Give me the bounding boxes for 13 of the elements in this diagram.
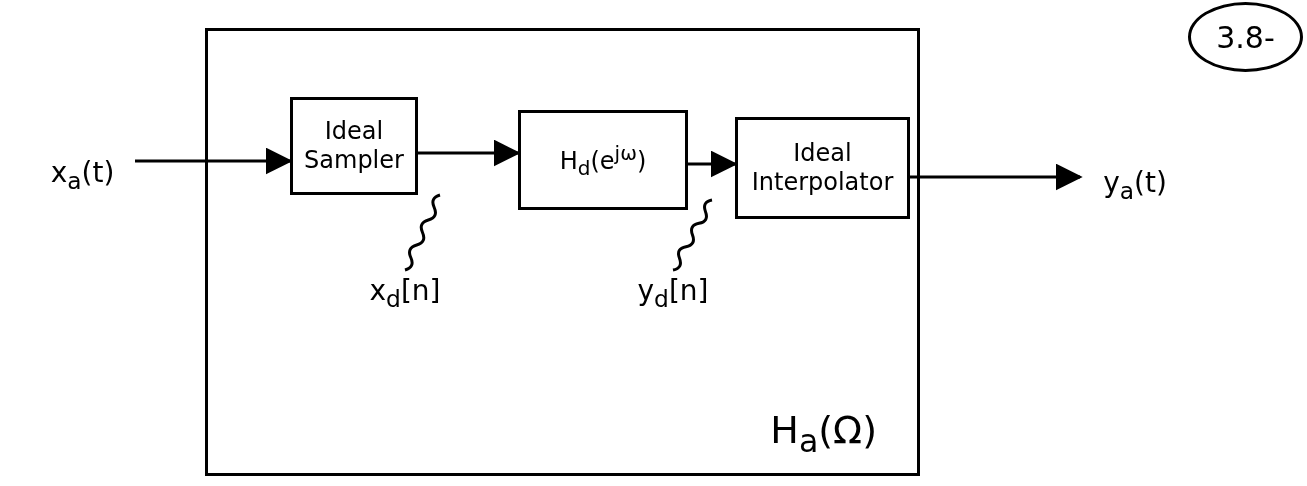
process-box: Ideal Interpolator [735,117,910,219]
process-box: Ideal Sampler [290,97,418,195]
signal-label: x$_{d}$[n] [350,270,460,316]
leader-line [404,193,441,272]
signal-label: y$_{d}$[n] [618,270,728,316]
signal-label: y$_{a}$(t) [1080,160,1190,210]
system-box [205,28,920,476]
arrow [910,163,1083,191]
tag-oval: 3.8- [1188,2,1303,72]
leader-line [672,198,713,272]
signal-label: x$_{a}$(t) [30,150,135,200]
box-title: H$_{a}$(Ω) [770,408,877,459]
process-box: H$_{d}$(e$^{jω}$) [518,110,688,210]
